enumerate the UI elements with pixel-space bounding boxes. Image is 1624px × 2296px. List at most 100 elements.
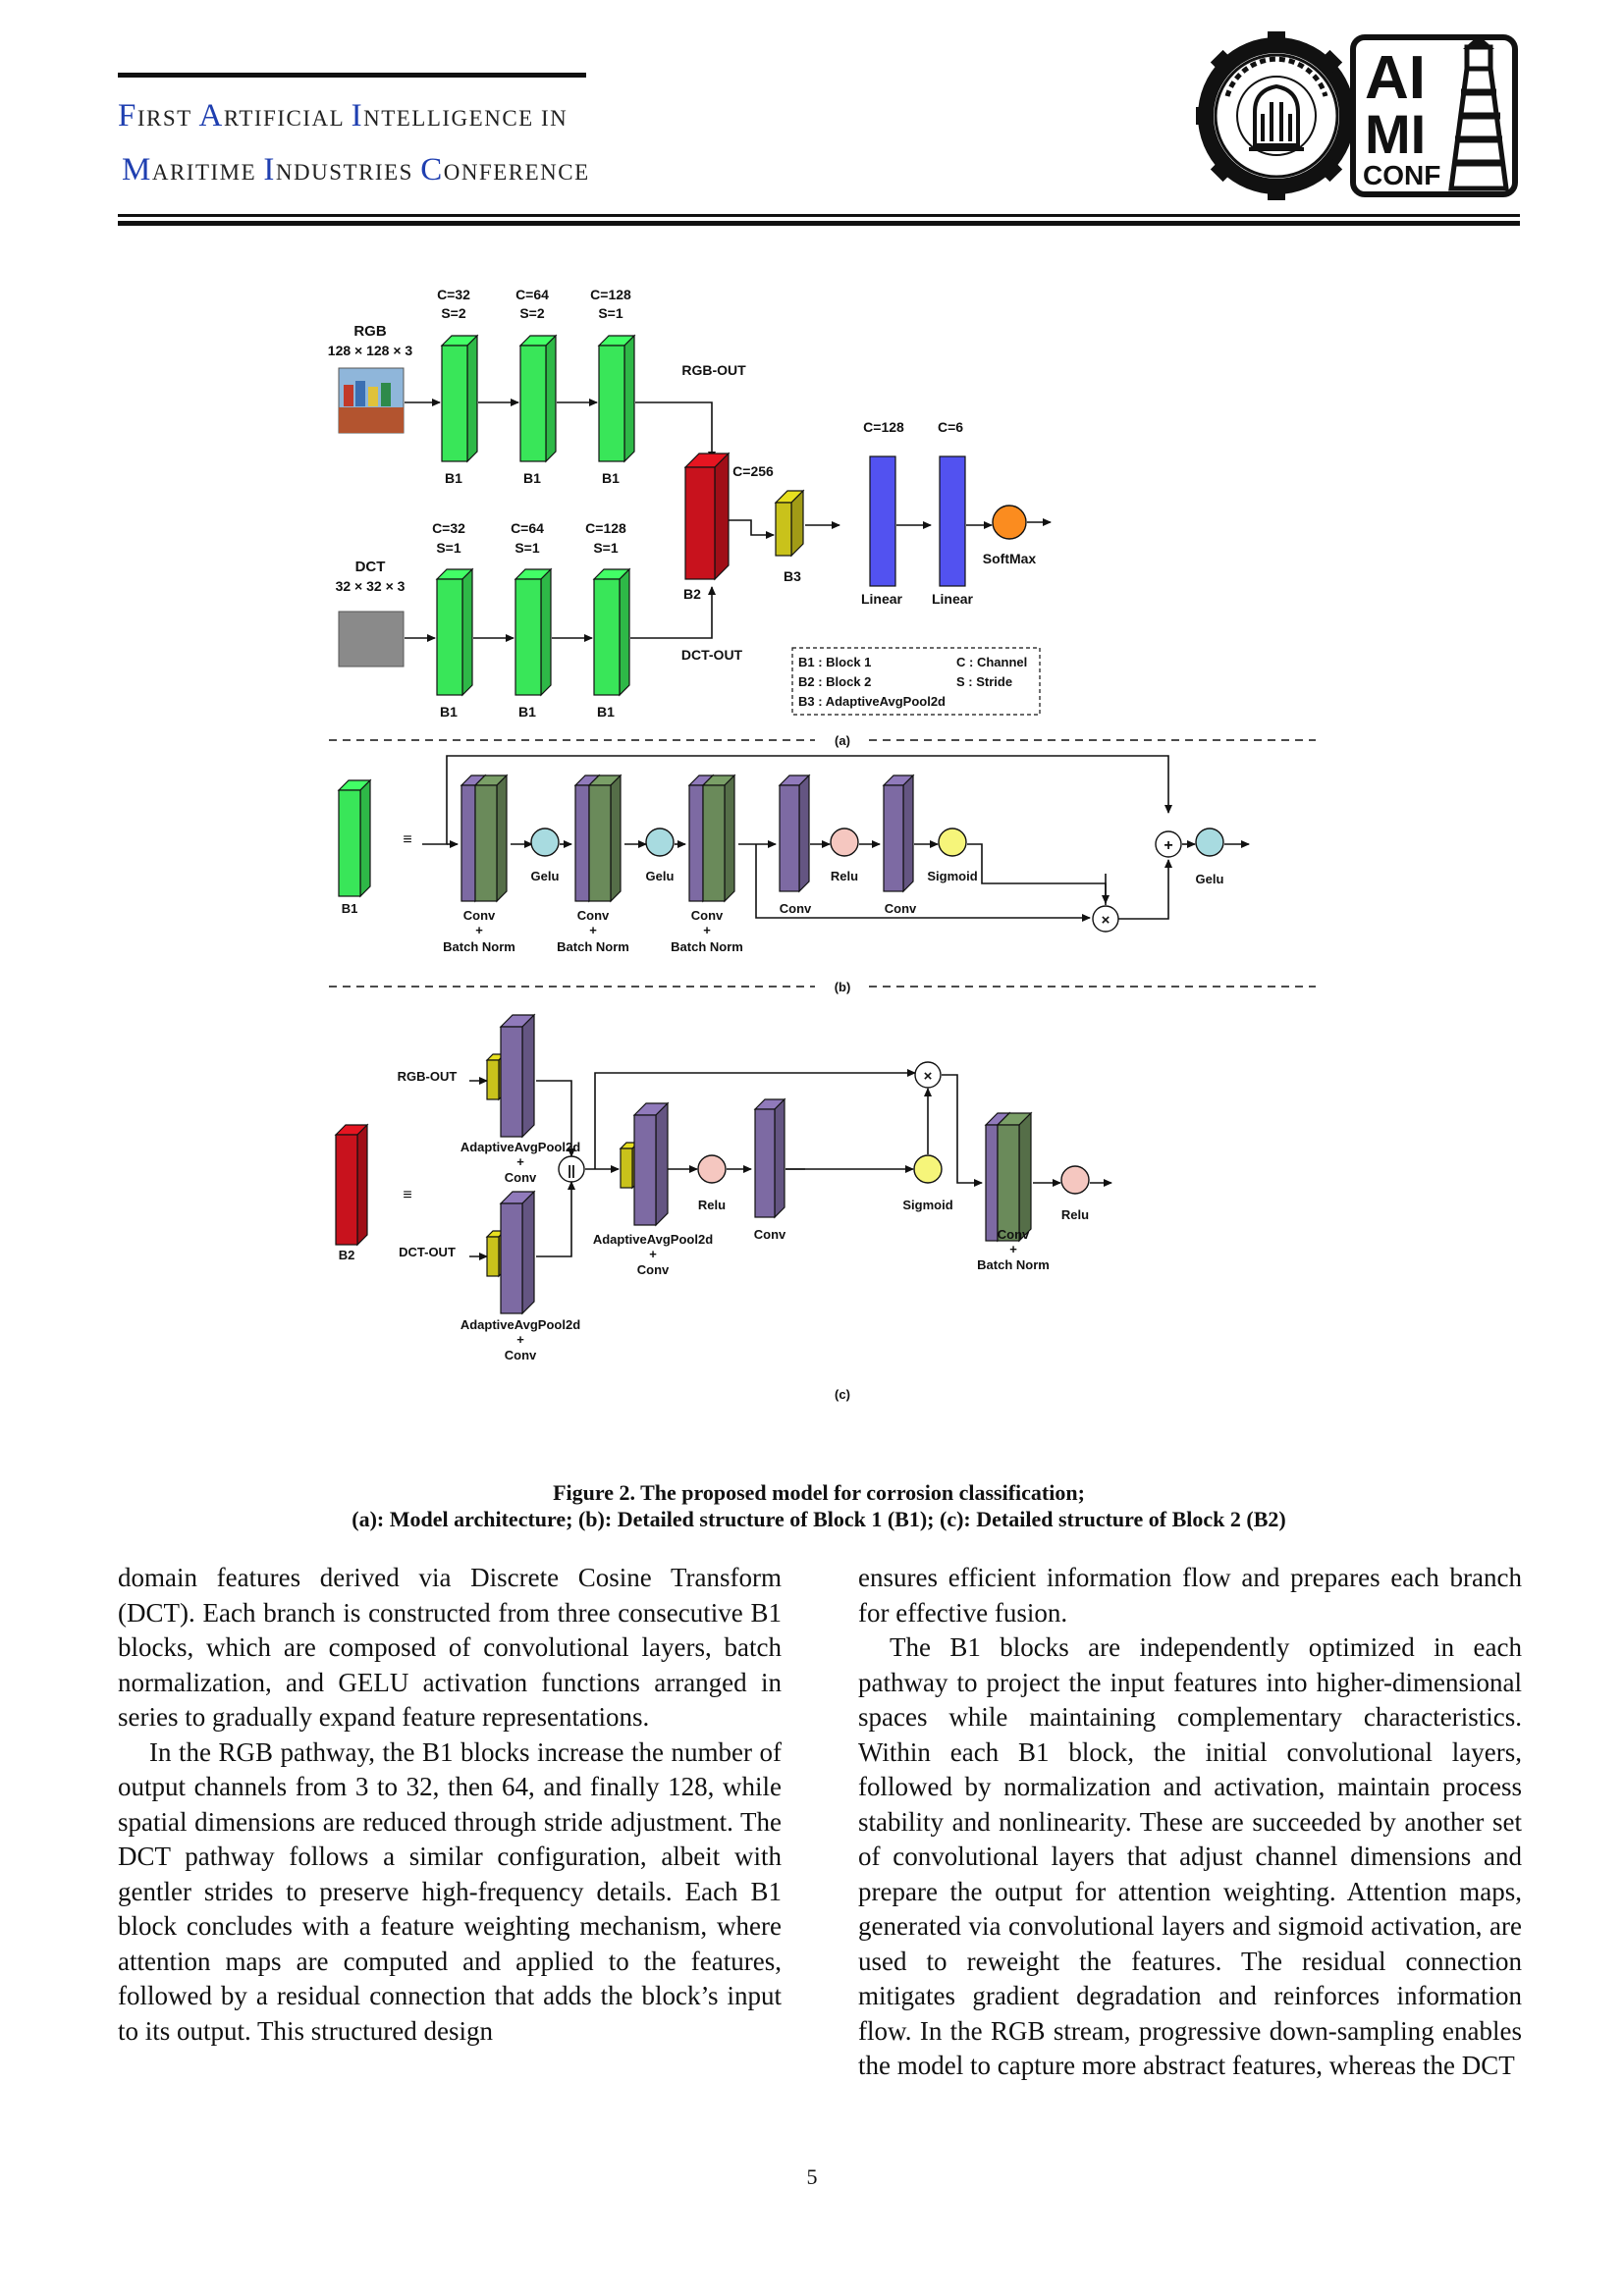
- conference-title-line2: MARITIME INDUSTRIES CONFERENCE: [122, 152, 590, 188]
- dct-input-image: [338, 611, 405, 667]
- paragraph: The B1 blocks are independently optimize…: [858, 1632, 1522, 2080]
- gelu-label: Gelu: [1196, 872, 1224, 886]
- pool-conv-label: +: [649, 1247, 657, 1261]
- rgb-block-name: B1: [602, 470, 620, 486]
- sigmoid-label-c: Sigmoid: [902, 1198, 952, 1212]
- relu-node-c2: [1060, 1165, 1090, 1195]
- b1-conv-4-side: [798, 774, 810, 893]
- conv-bn-label: Batch Norm: [671, 939, 743, 954]
- h1-rest-1: RTIFICIAL: [223, 106, 352, 131]
- arrow: [729, 519, 775, 539]
- b2-block-side: [714, 452, 730, 581]
- b2-channel-label: C=256: [732, 463, 774, 479]
- b3-block-side: [790, 489, 804, 558]
- conv-bn-label-c: Conv: [998, 1227, 1030, 1242]
- pool-conv-label: +: [516, 1332, 524, 1347]
- skip-connection-c: [594, 1069, 916, 1169]
- h2-rest-2: ONFERENCE: [443, 160, 590, 185]
- linear2-label: Linear: [932, 591, 974, 607]
- residual-connection: [422, 755, 1172, 845]
- b3-name: B3: [784, 568, 801, 584]
- conv-label: Conv: [885, 901, 917, 916]
- relu-node: [830, 828, 859, 857]
- dct-out-label: DCT-OUT: [681, 647, 743, 663]
- pool-conv-label: AdaptiveAvgPool2d: [593, 1232, 713, 1247]
- pool-conv-label: +: [516, 1154, 524, 1169]
- b1-conv-bn-2-bn: [588, 784, 612, 902]
- dct-block-name: B1: [440, 704, 458, 720]
- rgb-block-stride-label: S=1: [598, 305, 623, 321]
- conv-bn-label: Conv: [577, 908, 610, 923]
- conv-bn-c-bn: [997, 1124, 1020, 1242]
- linear1-layer: [869, 455, 896, 587]
- body-column-right: ensures efficient information flow and p…: [858, 1561, 1522, 2084]
- legend-box: [791, 647, 1041, 716]
- panel-c-tag: (c): [835, 1387, 850, 1402]
- b1-conv-bn-2-conv: [574, 784, 590, 902]
- arrow: [942, 1074, 983, 1187]
- b2-name: B2: [683, 586, 701, 602]
- relu-label-c: Relu: [698, 1198, 726, 1212]
- conv-bn-c-conv: [985, 1124, 999, 1242]
- b2-legend-block: [335, 1134, 358, 1246]
- dct-input-label: DCT: [355, 559, 386, 575]
- h1-cap-0: F: [118, 98, 137, 133]
- conv-bn-label-c: +: [1009, 1242, 1017, 1256]
- b2-legend-block-side: [356, 1123, 368, 1247]
- header-bottom-rule-thick: [118, 221, 1520, 226]
- conv-c-side: [774, 1097, 785, 1219]
- rgb-b1-block: [519, 345, 547, 462]
- pool-conv-label: Conv: [637, 1262, 670, 1277]
- pool-conv-label: Conv: [505, 1348, 537, 1362]
- panel-b-tag: (b): [835, 980, 851, 994]
- dct-b1-block: [514, 578, 542, 696]
- b1-conv-bn-2-bn-side: [610, 774, 622, 903]
- arrow: [536, 1080, 575, 1157]
- rgb-image-ship-hull: [339, 407, 404, 433]
- rgb-block-name: B1: [523, 470, 541, 486]
- dct-block-stride-label: S=1: [593, 540, 619, 556]
- linear2-channel-label: C=6: [938, 419, 963, 435]
- b1-conv-bn-3-conv: [688, 784, 704, 902]
- arrow-dct-out: [630, 586, 716, 639]
- linear2-layer: [939, 455, 966, 587]
- b1-conv-5: [883, 784, 904, 892]
- aimi-conf-logo-icon: AI MI CONF: [1350, 34, 1518, 197]
- b2-legend-label: B2: [339, 1248, 355, 1262]
- rgb-image-container: [381, 383, 391, 406]
- softmax-node: [992, 505, 1027, 540]
- rgb-b1-block-side: [545, 334, 557, 463]
- conv-rgb: [500, 1026, 523, 1138]
- rgb-out-label-c: RGB-OUT: [398, 1069, 458, 1084]
- conv-label: Conv: [780, 901, 812, 916]
- arrow: [1118, 859, 1172, 920]
- pool-fused: [620, 1148, 633, 1189]
- sigmoid-label: Sigmoid: [927, 869, 977, 883]
- rgb-block-stride-label: S=2: [519, 305, 545, 321]
- relu-label: Relu: [831, 869, 858, 883]
- conv-c: [754, 1108, 776, 1218]
- gelu-node: [1195, 828, 1224, 857]
- multiply-node-c: [914, 1061, 942, 1089]
- gelu-node: [645, 828, 675, 857]
- conference-title-line1: FIRST ARTIFICIAL INTELLIGENCE IN: [118, 98, 568, 134]
- panel-a-tag: (a): [835, 733, 850, 748]
- conv-bn-label: +: [589, 923, 597, 937]
- b1-conv-bn-3-bn: [702, 784, 726, 902]
- sigmoid-node-c: [913, 1154, 943, 1184]
- dct-b1-block-side: [619, 567, 630, 697]
- dct-block-stride-label: S=1: [436, 540, 461, 556]
- pool-conv-label: Conv: [505, 1170, 537, 1185]
- rgb-image-container: [344, 385, 353, 406]
- rgb-block-channel-label: C=128: [590, 287, 631, 302]
- pool-conv-label: AdaptiveAvgPool2d: [460, 1140, 580, 1154]
- conv-dct: [500, 1202, 523, 1314]
- logo-text-mi: MI: [1365, 103, 1426, 165]
- rgb-b1-block: [598, 345, 625, 462]
- dct-input-dims: 32 × 32 × 3: [336, 578, 406, 594]
- dct-b1-block: [593, 578, 621, 696]
- conv-label-c: Conv: [754, 1227, 786, 1242]
- rgb-input-label: RGB: [353, 323, 387, 340]
